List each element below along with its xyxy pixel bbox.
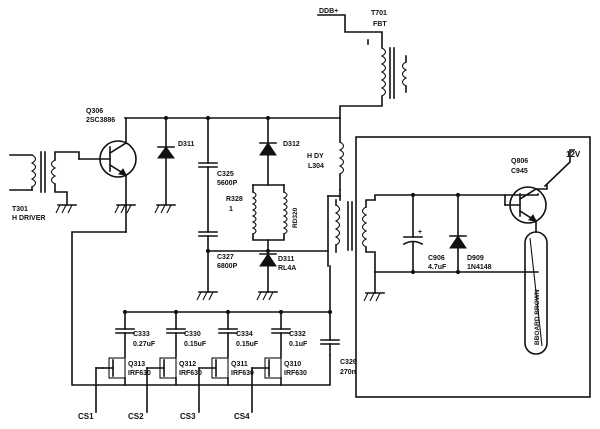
c326-val-label: 270n bbox=[340, 369, 356, 376]
c330-capacitor bbox=[166, 311, 186, 358]
ground-symbol bbox=[114, 204, 136, 214]
c332-capacitor bbox=[271, 311, 291, 358]
sense-junction-dots bbox=[410, 192, 461, 275]
d311-bot-val-label: RL4A bbox=[278, 265, 296, 272]
t701-transformer bbox=[317, 14, 408, 119]
c325-capacitor bbox=[198, 117, 218, 233]
t701-name-label: FBT bbox=[373, 21, 387, 28]
d909-val-label: 1N4148 bbox=[467, 264, 492, 271]
c326-ref-label: C326 bbox=[340, 359, 357, 366]
c906-ref-label: C906 bbox=[428, 255, 445, 262]
t301-name-label: H DRIVER bbox=[12, 215, 45, 222]
c327-val-label: 6800P bbox=[217, 263, 238, 270]
q312-part-label: IRF630 bbox=[179, 370, 202, 377]
q310-part-label: IRF630 bbox=[284, 370, 307, 377]
c333-ref-label: C333 bbox=[133, 331, 150, 338]
q312-ref-label: Q312 bbox=[179, 361, 196, 368]
r328-inductor-branch bbox=[251, 184, 288, 252]
svg-text:+: + bbox=[418, 229, 422, 236]
cs4-label: CS4 bbox=[234, 412, 250, 421]
cap-bank-dots bbox=[122, 115, 333, 315]
t701-ref-label: T701 bbox=[371, 10, 387, 17]
q313-mosfet bbox=[95, 357, 126, 413]
rd320-label: RD320 bbox=[292, 207, 299, 228]
c332-ref-label: C332 bbox=[289, 331, 306, 338]
c334-capacitor bbox=[218, 311, 238, 358]
d311-damper-diode bbox=[157, 117, 175, 206]
q313-part-label: IRF630 bbox=[128, 370, 151, 377]
c333-capacitor bbox=[115, 311, 135, 358]
probe-label: BBOARD BROWN bbox=[534, 289, 541, 345]
current-sense-transformer bbox=[327, 189, 376, 273]
q806-part-label: C945 bbox=[511, 168, 528, 175]
t301-ref-label: T301 bbox=[12, 206, 28, 213]
c334-ref-label: C334 bbox=[236, 331, 253, 338]
d909-ref-label: D909 bbox=[467, 255, 484, 262]
sense-circuit-box bbox=[355, 136, 591, 398]
q313-ref-label: Q313 bbox=[128, 361, 145, 368]
q306-part-label: 2SC3886 bbox=[86, 117, 115, 124]
q312-mosfet bbox=[146, 357, 177, 413]
hdy-ref-label: H DY bbox=[307, 153, 324, 160]
q306-transistor bbox=[78, 117, 137, 206]
c325-ref-label: C325 bbox=[217, 171, 234, 178]
l304-deflection-yoke bbox=[338, 117, 345, 191]
cs3-label: CS3 bbox=[180, 412, 196, 421]
cs2-label: CS2 bbox=[128, 412, 144, 421]
r328-ref-label: R328 bbox=[226, 196, 243, 203]
c906-val-label: 4.7uF bbox=[428, 264, 447, 271]
q306-ref-label: Q306 bbox=[86, 108, 103, 115]
ground-symbol bbox=[154, 204, 176, 214]
hdy-l-label: L304 bbox=[308, 163, 324, 170]
c334-val-label: 0.15uF bbox=[236, 341, 259, 348]
v12-wire bbox=[543, 149, 575, 188]
q310-ref-label: Q310 bbox=[284, 361, 301, 368]
d312-label: D312 bbox=[283, 141, 300, 148]
ground-symbol bbox=[196, 291, 218, 301]
return-wire bbox=[71, 231, 331, 386]
ground-symbol bbox=[55, 204, 77, 214]
c327-capacitor bbox=[198, 231, 218, 293]
v12-label: 12V bbox=[566, 150, 581, 159]
c326-capacitor bbox=[320, 265, 340, 356]
c906-capacitor: + bbox=[402, 194, 424, 273]
d909-diode bbox=[449, 194, 467, 273]
d311-top-label: D311 bbox=[178, 141, 194, 148]
d312-diode bbox=[259, 117, 277, 186]
d311-rl4a-diode bbox=[259, 250, 277, 293]
r328-val-label: 1 bbox=[229, 206, 233, 213]
probe-element bbox=[524, 231, 548, 355]
q806-transistor bbox=[504, 184, 548, 233]
q311-mosfet bbox=[198, 357, 229, 413]
ground-symbol bbox=[256, 291, 278, 301]
ddb-label: DDB+ bbox=[319, 8, 338, 15]
c332-val-label: 0.1uF bbox=[289, 341, 308, 348]
q310-mosfet bbox=[251, 357, 282, 413]
c325-val-label: 5600P bbox=[217, 180, 238, 187]
q311-ref-label: Q311 bbox=[231, 361, 248, 368]
t301-transformer bbox=[9, 151, 80, 206]
q311-part-label: IRF630 bbox=[231, 370, 254, 377]
c327-ref-label: C327 bbox=[217, 254, 234, 261]
c330-val-label: 0.15uF bbox=[184, 341, 207, 348]
q806-ref-label: Q806 bbox=[511, 158, 528, 165]
d311-bot-ref-label: D311 bbox=[278, 256, 294, 263]
ground-symbol bbox=[363, 292, 385, 302]
c333-val-label: 0.27uF bbox=[133, 341, 156, 348]
c330-ref-label: C330 bbox=[184, 331, 201, 338]
cs1-label: CS1 bbox=[78, 412, 94, 421]
